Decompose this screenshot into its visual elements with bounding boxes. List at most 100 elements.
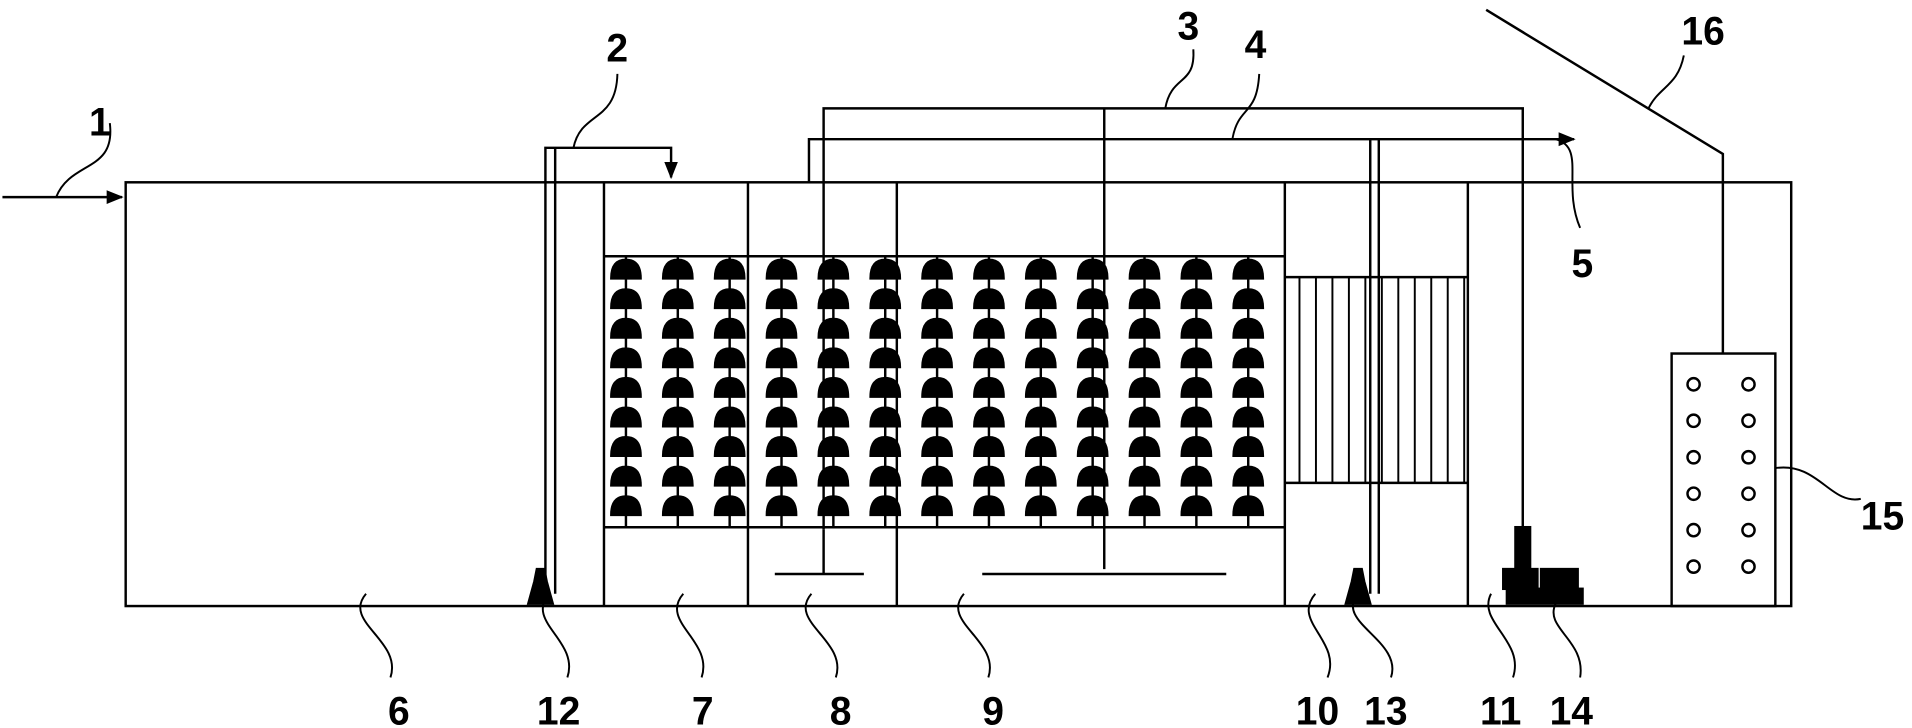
diffuser-holes [1686, 376, 1756, 575]
media-element [610, 347, 642, 369]
pump-12-icon [526, 567, 555, 605]
media-element [817, 288, 850, 310]
media-element [1128, 376, 1161, 398]
media-element [869, 376, 902, 398]
media-element [1180, 436, 1213, 458]
media-element [1128, 288, 1161, 310]
media-element [973, 347, 1005, 369]
label-12: 12 [537, 689, 580, 728]
media-element [921, 317, 953, 339]
media-element [713, 317, 746, 339]
media-element [817, 436, 850, 458]
media-element [1024, 347, 1057, 369]
media-element [1180, 406, 1213, 428]
diffuser-hole [1686, 413, 1701, 429]
diffuser-hole [1686, 522, 1701, 538]
tank-outline [124, 181, 1793, 608]
media-element [713, 376, 746, 398]
media-element [1232, 406, 1265, 428]
media-element [869, 436, 902, 458]
media-element [1076, 465, 1109, 487]
media-element [1128, 317, 1161, 339]
media-element [973, 258, 1005, 280]
media-element [921, 495, 953, 517]
media-element [713, 288, 746, 310]
label-14: 14 [1550, 689, 1594, 728]
media-element [817, 317, 850, 339]
media-element [1076, 317, 1109, 339]
media-element [869, 288, 902, 310]
media-element [869, 258, 902, 280]
media-element [921, 406, 953, 428]
return-pipe [544, 146, 678, 594]
media-element [765, 495, 798, 517]
media-element [713, 406, 746, 428]
media-element [1232, 317, 1265, 339]
media-element [713, 347, 746, 369]
leader-lines [55, 49, 1861, 678]
label-11: 11 [1480, 689, 1521, 728]
tank [124, 181, 1793, 608]
label-13: 13 [1364, 689, 1407, 728]
media-element [661, 317, 694, 339]
media-element [1076, 258, 1109, 280]
media-element [973, 288, 1005, 310]
media-element [661, 465, 694, 487]
media-element [610, 376, 642, 398]
media-element [661, 406, 694, 428]
label-16: 16 [1681, 9, 1724, 53]
media-element [661, 347, 694, 369]
diffuser-hole [1686, 449, 1701, 465]
media-element [661, 376, 694, 398]
media-element [1232, 436, 1265, 458]
diffuser-panel [1670, 352, 1777, 608]
media-element [1024, 406, 1057, 428]
media-element [817, 347, 850, 369]
media-element [1024, 465, 1057, 487]
media-element [713, 465, 746, 487]
media-element [713, 258, 746, 280]
media-element [817, 465, 850, 487]
media-element [1024, 436, 1057, 458]
label-2: 2 [606, 26, 628, 70]
carrier-media-module [610, 256, 1265, 528]
media-element [921, 376, 953, 398]
media-element [765, 347, 798, 369]
media-element [610, 406, 642, 428]
membrane-module [1298, 277, 1466, 483]
media-element [661, 258, 694, 280]
media-element [973, 406, 1005, 428]
label-3: 3 [1177, 4, 1199, 48]
media-element [921, 347, 953, 369]
media-element [713, 436, 746, 458]
media-element [1024, 258, 1057, 280]
media-element [610, 258, 642, 280]
media-element [610, 495, 642, 517]
media-element [661, 288, 694, 310]
media-element [1076, 436, 1109, 458]
media-element [1232, 347, 1265, 369]
media-element [817, 376, 850, 398]
diffuser-hole [1686, 376, 1701, 392]
label-4: 4 [1245, 23, 1267, 67]
media-element [921, 288, 953, 310]
label-10: 10 [1296, 689, 1339, 728]
media-element [1128, 258, 1161, 280]
media-element [817, 406, 850, 428]
media-element [869, 465, 902, 487]
pipe-16 [1485, 8, 1725, 354]
media-element [869, 347, 902, 369]
media-element [1076, 406, 1109, 428]
media-element [1180, 495, 1213, 517]
media-element [1180, 465, 1213, 487]
media-element [610, 288, 642, 310]
media-element [765, 436, 798, 458]
media-element [1076, 495, 1109, 517]
media-element [973, 465, 1005, 487]
media-element [1076, 376, 1109, 398]
media-element [765, 406, 798, 428]
label-7: 7 [692, 689, 714, 728]
outlet-pipe [807, 132, 1576, 183]
media-element [921, 258, 953, 280]
